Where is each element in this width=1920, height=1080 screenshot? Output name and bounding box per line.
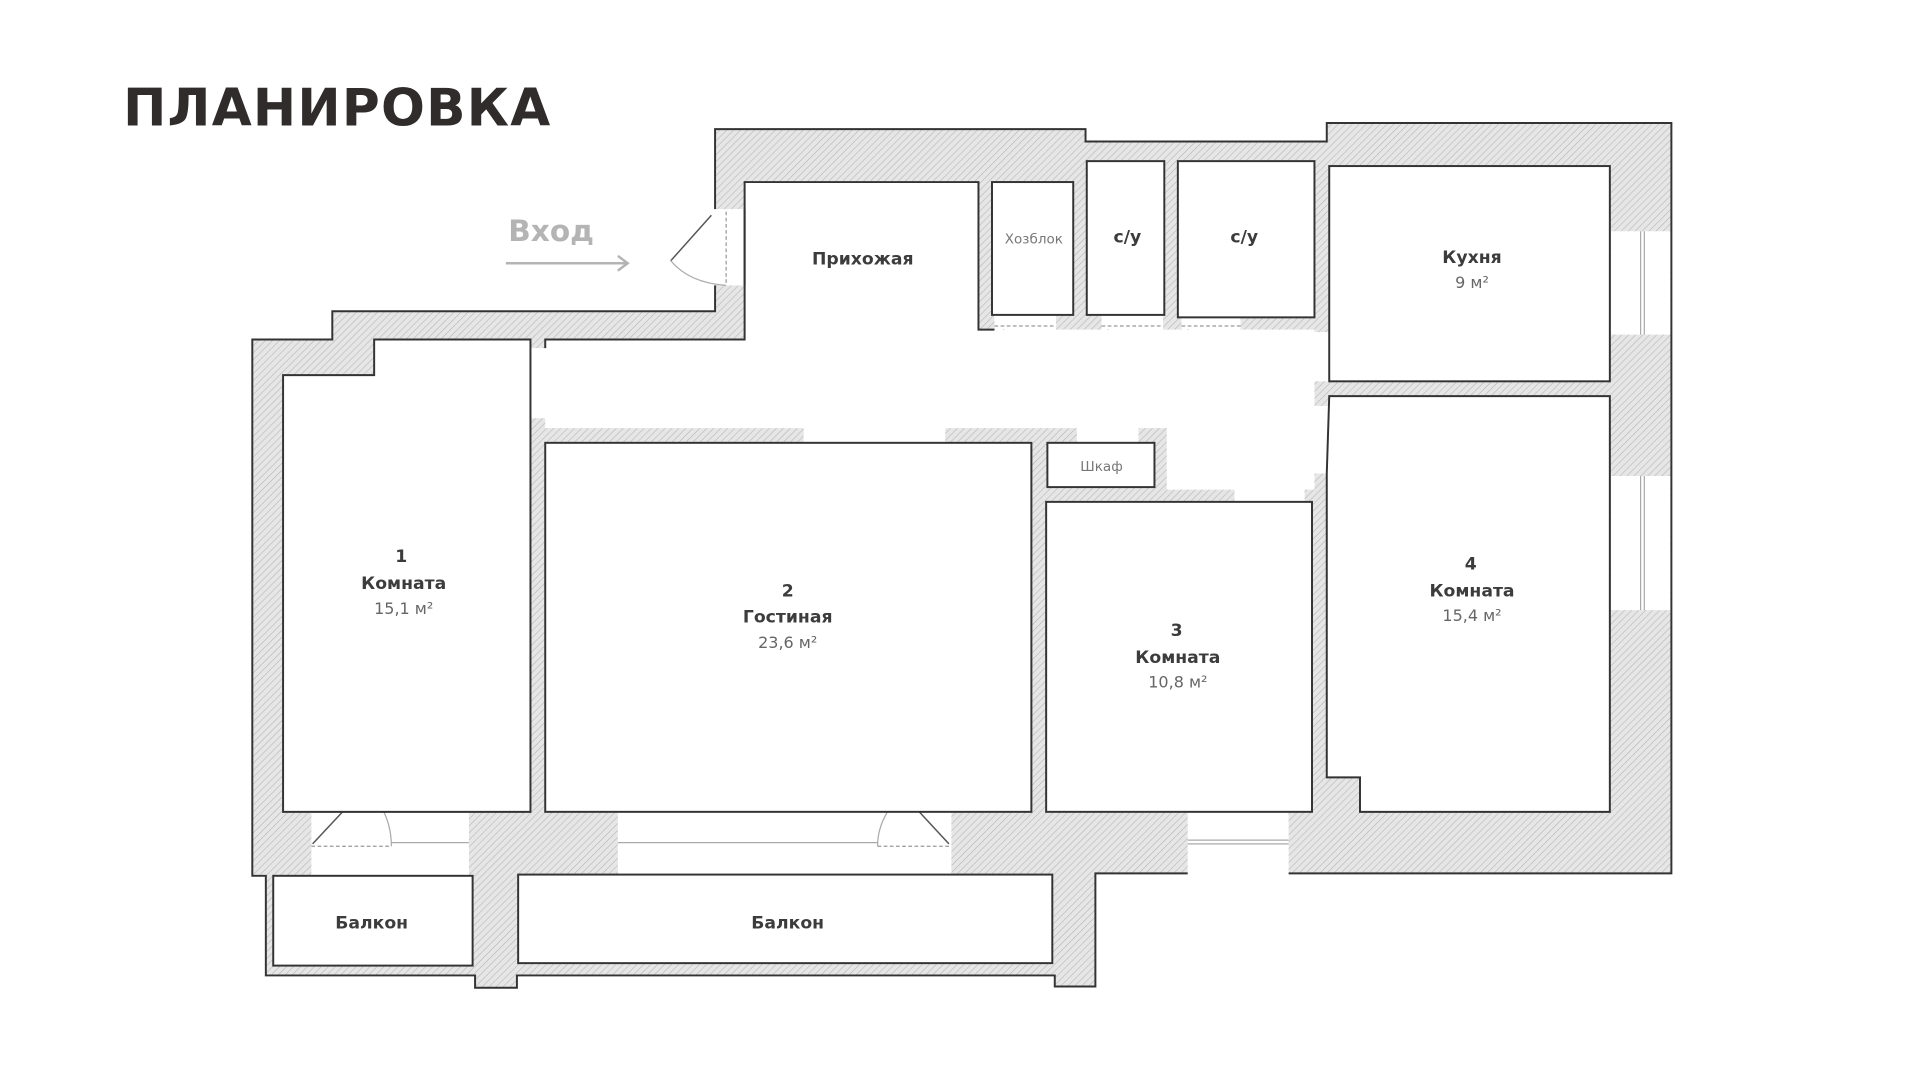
frame-lines	[311, 211, 1645, 847]
hall-outline-left	[544, 209, 746, 349]
room1-area: 15,1 м²	[374, 599, 433, 618]
kitchen-label: Кухня	[1442, 248, 1501, 268]
storage-label: Хозблок	[1005, 232, 1063, 248]
wc1-label: с/у	[1114, 227, 1142, 247]
room-hall	[545, 182, 1315, 490]
room2-label: Гостиная	[743, 607, 833, 627]
room-closet	[1046, 441, 1156, 489]
hall-label: Прихожая	[812, 249, 914, 269]
storage-door	[994, 313, 1056, 331]
room4-label: Комната	[1429, 582, 1514, 602]
room-balcony-1	[272, 874, 474, 967]
room-1	[282, 338, 532, 813]
room4-area: 15,4 м²	[1442, 606, 1501, 625]
room3-window	[1187, 810, 1289, 875]
room4-number: 4	[1465, 555, 1477, 575]
room-wc1	[1085, 160, 1166, 316]
room3-label: Комната	[1135, 648, 1220, 668]
room3-area: 10,8 м²	[1148, 673, 1207, 692]
entry-label: Вход	[508, 214, 594, 248]
wc2-label: с/у	[1230, 227, 1258, 247]
balcony1-label: Балкон	[335, 914, 408, 934]
room-balcony-2	[517, 873, 1054, 965]
balcony2-label: Балкон	[751, 914, 824, 934]
room2-number: 2	[782, 582, 794, 602]
wc1-door	[1101, 313, 1164, 331]
room1-label: Комната	[361, 574, 446, 594]
room1-number: 1	[395, 547, 407, 567]
room2-area: 23,6 м²	[758, 633, 817, 652]
room3-number: 3	[1171, 621, 1183, 641]
room-3	[1045, 500, 1313, 813]
room-2	[544, 441, 1033, 813]
room3-door	[1234, 487, 1305, 504]
entry-door-opening	[713, 209, 746, 286]
room-kitchen	[1328, 165, 1611, 383]
room-4	[1325, 395, 1611, 813]
room-wc2	[1176, 160, 1316, 319]
room4-door	[1312, 405, 1330, 474]
room-storage	[991, 181, 1075, 316]
arrow-right-icon	[505, 254, 630, 272]
page-title: ПЛАНИРОВКА	[123, 78, 551, 138]
room2-door	[803, 426, 946, 445]
kitchen-door	[1312, 332, 1330, 382]
closet-label: Шкаф	[1080, 459, 1122, 475]
kitchen-area: 9 м²	[1455, 273, 1489, 292]
closet-door	[1076, 426, 1139, 445]
room1-door	[529, 348, 547, 419]
